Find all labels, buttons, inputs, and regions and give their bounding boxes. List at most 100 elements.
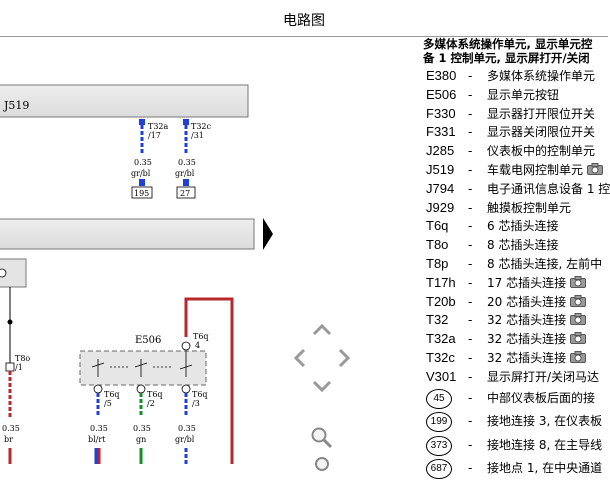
pan-controls	[290, 318, 354, 398]
legend-item-code: T32a	[426, 331, 456, 347]
legend-item-code: T32c	[426, 350, 455, 365]
wire-2-size: 0.35	[178, 158, 196, 167]
ground-point-badge: 199	[426, 412, 452, 433]
legend-item-desc-text: 显示器打开限位开关	[487, 106, 596, 121]
wire-1-terminal	[139, 179, 145, 186]
wire-1-ref: 195	[134, 189, 149, 198]
legend-item-code: J285	[426, 143, 455, 159]
zoom-in-icon	[311, 427, 333, 449]
camera-icon[interactable]	[570, 312, 587, 326]
legend-item-desc: 触摸板控制单元	[487, 199, 571, 217]
legend-item-dash: -	[468, 238, 473, 253]
left-component-terminal	[0, 268, 7, 278]
legend-item-dash: -	[468, 181, 473, 196]
legend-item-code: F331	[426, 124, 456, 140]
continue-arrow-icon[interactable]	[263, 218, 273, 250]
legend-item-code: T6q	[426, 218, 449, 234]
t32c-connector	[183, 119, 189, 125]
t32a-pin-name: T32a	[148, 122, 169, 131]
legend-item-dash: -	[468, 369, 473, 384]
e506-switches	[91, 351, 193, 377]
t6q-3-terminal	[181, 384, 191, 394]
t6q-3-pin-name: T6q	[192, 390, 208, 399]
legend-item-code: T8p	[426, 256, 449, 271]
legend-item-dash: -	[468, 414, 473, 429]
legend-item-desc: 32 芯插头连接	[487, 330, 587, 348]
camera-icon[interactable]	[570, 294, 587, 307]
legend-item-desc: 多媒体系统操作单元	[487, 67, 595, 85]
j519-label: J519	[3, 99, 29, 112]
legend-item-dash: -	[468, 461, 473, 476]
t8o-pin-number: /1	[15, 363, 23, 372]
legend-item-desc: 接地点 1, 在中央通道	[487, 461, 603, 476]
legend-item-desc-text: 8 芯插头连接	[487, 238, 559, 253]
wire-2-color: gr/bl	[175, 169, 195, 178]
ground-point-badge: 45	[426, 388, 452, 409]
zoom-in-button[interactable]	[310, 426, 334, 450]
legend-item-desc-text: 电子通讯信息设备 1 控	[487, 181, 610, 196]
legend-item-desc: 6 芯插头连接	[487, 217, 558, 235]
legend-item-desc: 32 芯插头连接	[487, 349, 587, 367]
t6q-2-terminal	[136, 384, 146, 394]
legend-item-dash: -	[468, 144, 473, 159]
pan-down-icon[interactable]	[312, 380, 332, 393]
legend-item-desc: 20 芯插头连接	[487, 293, 587, 311]
component-legend: 多媒体系统操作单元, 显示单元控 备 1 控制单元, 显示屏打开/关闭 E380…	[423, 37, 610, 480]
t6q-top-terminal	[181, 341, 191, 351]
wire-1-size: 0.35	[134, 158, 152, 167]
camera-icon[interactable]	[570, 331, 587, 345]
pan-right-icon[interactable]	[338, 348, 351, 368]
legend-item-dash: -	[468, 87, 473, 102]
legend-item-dash: -	[468, 219, 473, 234]
legend-item-dash: -	[468, 351, 473, 365]
legend-item-desc: 显示屏打开/关闭马达	[487, 368, 599, 386]
wire-4-size: 0.35	[90, 424, 108, 433]
legend-item-desc-text: 6 芯插头连接	[487, 219, 559, 234]
lower-unit-band[interactable]	[0, 218, 255, 250]
legend-item-desc-text: 仪表板中的控制单元	[487, 144, 596, 159]
wiring-diagram[interactable]: J519 T32a /17 0.35 gr/bl 195 T32c /31 0.…	[0, 37, 300, 464]
wire-6-size: 0.35	[178, 424, 196, 433]
pan-up-icon[interactable]	[312, 323, 332, 336]
wire-2-terminal	[183, 179, 189, 186]
camera-icon[interactable]	[587, 162, 604, 175]
legend-item-desc-text: 17 芯插头连接	[487, 275, 567, 290]
wire-2-ref-box[interactable]	[176, 186, 196, 199]
pan-left-icon[interactable]	[293, 348, 306, 368]
j519-unit[interactable]	[0, 84, 249, 118]
t6q-5-pin-number: /5	[104, 399, 112, 408]
legend-item-desc-text: 8 芯插头连接, 左前中	[487, 257, 603, 271]
legend-header-line-1: 多媒体系统操作单元, 显示单元控	[423, 37, 593, 51]
ground-point-badge: 687	[426, 459, 452, 480]
legend-item-code: V301	[426, 368, 457, 384]
t32a-connector	[139, 119, 145, 125]
legend-item-code: T8o	[426, 237, 449, 253]
legend-item-desc: 接地连接 8, 在主导线	[487, 437, 603, 452]
camera-icon[interactable]	[570, 350, 587, 363]
red-supply-loop[interactable]	[184, 297, 234, 464]
legend-item-dash: -	[468, 69, 473, 83]
title-divider	[0, 36, 608, 37]
wire-6-color: gr/bl	[175, 435, 195, 444]
legend-item-dash: -	[468, 390, 473, 405]
legend-item-code: J929	[426, 199, 455, 215]
t6q-2-pin-name: T6q	[147, 390, 163, 399]
t6q-3-pin-number: /3	[192, 399, 200, 408]
t32a-pin-number: /17	[148, 131, 161, 140]
wire-1-ref-box[interactable]	[131, 186, 153, 199]
legend-item-dash: -	[468, 313, 473, 328]
e506-label: E506	[135, 335, 161, 346]
legend-item-dash: -	[468, 163, 473, 177]
ground-point-badge: 373	[426, 435, 452, 456]
legend-item-desc-text: 显示屏打开/关闭马达	[487, 369, 600, 384]
t6q-5-terminal	[93, 384, 103, 394]
wire-3-size: 0.35	[2, 424, 20, 433]
legend-item-desc-text: 多媒体系统操作单元	[487, 69, 596, 83]
legend-item-desc: 8 芯插头连接	[487, 236, 558, 254]
legend-item-dash: -	[468, 257, 473, 271]
e506-unit[interactable]	[79, 350, 207, 386]
camera-icon[interactable]	[570, 275, 587, 288]
zoom-out-button[interactable]	[312, 455, 332, 471]
pan-arrows	[293, 323, 351, 393]
legend-item-code: E506	[426, 86, 457, 102]
